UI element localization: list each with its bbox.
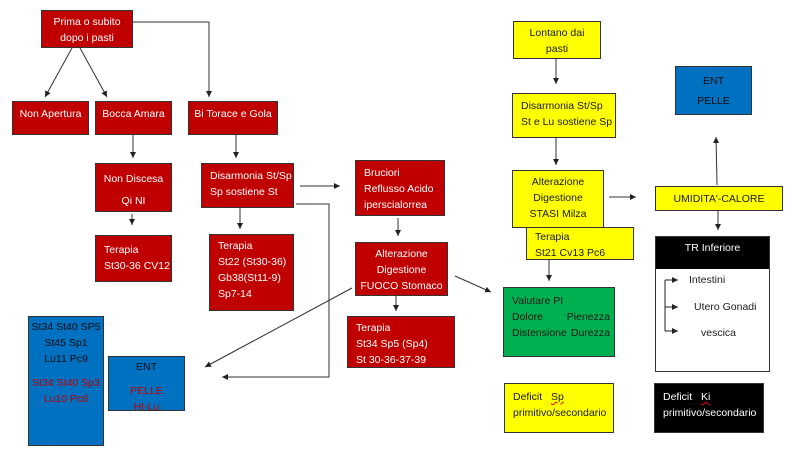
box-points: St34 St40 SP5 St45 Sp1 Lu11 Pc9 St34 St4… <box>28 316 104 446</box>
text: St34 St40 SP5 <box>31 321 101 333</box>
box-terapia-right: Terapia St21 Cv13 Pc6 <box>526 227 634 260</box>
text: Alterazione <box>375 248 428 260</box>
text: Bruciori <box>364 167 400 179</box>
text: Deficit <box>663 391 693 403</box>
box-non-apertura: Non Apertura <box>12 101 89 135</box>
text: Pienezza <box>566 311 610 323</box>
box-fuoco-stomaco: Alterazione Digestione FUOCO Stomaco <box>355 242 448 296</box>
arrow-root-to-non-apertura <box>44 47 73 98</box>
box-stasi-milza: Alterazione Digestione STASI Milza <box>512 170 604 228</box>
box-bocca-amara: Bocca Amara <box>95 101 172 135</box>
text: UMIDITA'-CALORE <box>673 193 765 205</box>
tr-bracket <box>664 277 678 334</box>
text: ENT <box>703 75 724 87</box>
box-lontano: Lontano dai pasti <box>513 21 601 59</box>
text: dopo i pasti <box>60 32 114 44</box>
text: PELLE <box>130 385 163 397</box>
text: Terapia <box>535 231 570 243</box>
tr-item-intestini: Intestini <box>689 274 726 286</box>
tr-item-utero: Utero Gonadi <box>694 301 757 313</box>
text: Distensione <box>512 327 567 339</box>
text: Valutare PI <box>512 295 564 307</box>
box-valutare: Valutare PI Dolore Pienezza Distensione … <box>503 287 615 357</box>
text: Lontano dai <box>529 27 585 39</box>
text: St22 (St30-36) <box>218 256 287 268</box>
text: Sp7-14 <box>218 288 252 300</box>
text: St34 Sp5 (Sp4) <box>356 338 428 350</box>
text: Disarmonia St/Sp <box>521 98 615 114</box>
text: Bocca Amara <box>102 108 165 120</box>
box-terapia-1: Terapia St30-36 CV12 <box>95 235 172 282</box>
arrow-root-to-bi-torace <box>133 21 212 97</box>
text: primitivo/secondario <box>513 407 607 419</box>
text: St34 St40 Sp3 <box>32 377 100 389</box>
text: Terapia <box>356 322 391 334</box>
box-terapia-2: Terapia St22 (St30-36) Gb38(St11-9) Sp7-… <box>209 234 294 311</box>
text: Terapia <box>218 240 253 252</box>
text: Non Discesa <box>103 173 164 185</box>
arrow-fuoco-to-valutare <box>454 275 492 293</box>
text: Dolore Pienezza <box>512 309 614 325</box>
box-bruciori: Bruciori Reflusso Acido iperscialorrea <box>355 160 445 216</box>
arrow-umidita-to-ent-right <box>713 136 720 186</box>
text: Ki <box>700 391 711 403</box>
text: Reflusso Acido <box>364 183 434 195</box>
box-ent-right: ENT PELLE <box>675 66 752 115</box>
text: ENT <box>136 361 157 373</box>
text: Ht-Lu <box>133 401 160 413</box>
text: St45 Sp1 <box>44 337 88 349</box>
text: Bi Torace e Gola <box>194 108 272 120</box>
text: iperscialorrea <box>364 199 428 211</box>
text: Sp sostiene St <box>210 186 278 198</box>
text: St 30-36-37-39 <box>356 354 427 366</box>
box-tr-inferiore: TR Inferiore Intestini Utero Gonadi vesc… <box>655 236 770 372</box>
text: Non Apertura <box>19 108 82 120</box>
text: Deficit Ki <box>663 389 763 405</box>
box-bi-torace: Bi Torace e Gola <box>188 101 278 135</box>
box-ent-left: ENT PELLE Ht-Lu <box>108 356 185 413</box>
box-deficit-ki: Deficit Ki primitivo/secondario <box>654 383 764 433</box>
text: Gb38(St11-9) <box>218 272 281 284</box>
text: Distensione Durezza <box>512 325 614 341</box>
text: Deficit Sp <box>513 389 613 405</box>
text: St21 Cv13 Pc6 <box>535 247 606 259</box>
tr-inferiore-header: TR Inferiore <box>656 237 769 269</box>
text: Lu10 Pc8 <box>43 393 89 405</box>
text: Lu11 Pc9 <box>44 353 88 365</box>
text: STASI Milza <box>529 208 587 220</box>
text: Terapia <box>104 244 139 256</box>
text: TR Inferiore <box>684 242 741 254</box>
text: Disarmonia St/Sp <box>210 170 292 182</box>
text: Durezza <box>570 327 610 339</box>
text: FUOCO Stomaco <box>360 280 443 292</box>
box-terapia-3: Terapia St34 Sp5 (Sp4) St 30-36-37-39 <box>347 316 455 368</box>
box-non-discesa: Non Discesa Qi NI <box>95 163 172 212</box>
text: pasti <box>545 43 569 55</box>
text: Alterazione <box>531 176 585 188</box>
text: Dolore <box>512 311 543 323</box>
text: Sp <box>550 391 564 403</box>
text: Prima o subito <box>53 16 121 28</box>
text: St e Lu sostiene Sp <box>521 116 613 128</box>
text: St30-36 CV12 <box>104 260 170 272</box>
text: Deficit <box>513 391 543 403</box>
text: Digestione <box>376 264 427 276</box>
box-disarmonia-left: Disarmonia St/Sp Sp sostiene St <box>201 163 294 208</box>
box-deficit-sp: Deficit Sp primitivo/secondario <box>504 383 614 433</box>
text: Qi NI <box>121 195 146 207</box>
box-disarmonia-right: Disarmonia St/Sp St e Lu sostiene Sp <box>512 93 616 138</box>
text: Digestione <box>533 192 583 204</box>
tr-item-vescica: vescica <box>701 327 737 339</box>
text: Disarmonia St/Sp <box>521 100 603 112</box>
arrow-root-to-bocca-amara <box>79 47 108 98</box>
text: primitivo/secondario <box>663 407 757 419</box>
box-umidita-calore: UMIDITA'-CALORE <box>655 186 783 211</box>
box-prima-pasti: Prima o subito dopo i pasti <box>41 10 133 48</box>
text: PELLE <box>697 95 730 107</box>
